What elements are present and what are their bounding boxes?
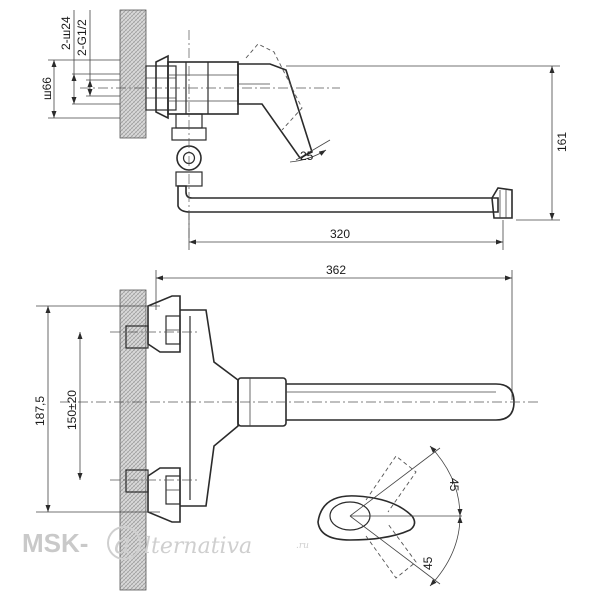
flange: [155, 54, 169, 120]
watermark-domain: .ru: [296, 541, 309, 551]
handle-top-view: 45 45: [317, 445, 463, 587]
angle-arc: [289, 149, 327, 163]
hex-size-label: 2-ш24: [59, 16, 73, 50]
watermark-brand: MSK-: [22, 528, 88, 558]
height-161-label: 161: [555, 132, 569, 152]
aerator: [491, 187, 513, 219]
flange-dia-label: ш66: [40, 77, 54, 100]
angle-25-label: 25: [300, 149, 314, 163]
plan-view: 362 187,5 150±20: [33, 263, 540, 591]
height-187-label: 187,5: [33, 396, 47, 426]
center-distance-label: 150±20: [65, 390, 79, 430]
wall-section-top: [119, 9, 147, 139]
watermark-logo-icon: [107, 526, 141, 560]
handle-angle-bottom-label: 45: [421, 556, 435, 570]
mixer-body-plan: [180, 309, 239, 507]
handle-angle-top-label: 45: [447, 478, 461, 492]
length-362-label: 362: [326, 263, 346, 277]
lever-alt-position: [245, 43, 303, 131]
watermark-script-letter: a: [114, 527, 131, 560]
wall-section-bottom: [119, 289, 147, 591]
lever-handle: [237, 63, 313, 160]
reach-320-label: 320: [330, 227, 350, 241]
spout: [177, 185, 499, 213]
watermark-suffix: lternativa: [144, 534, 252, 559]
thread-label: 2-G1/2: [75, 19, 89, 56]
side-view: 25 ш66 2-ш24 2-G1/2 161: [40, 9, 569, 250]
watermark: MSK- a lternativa .ru: [22, 526, 309, 560]
